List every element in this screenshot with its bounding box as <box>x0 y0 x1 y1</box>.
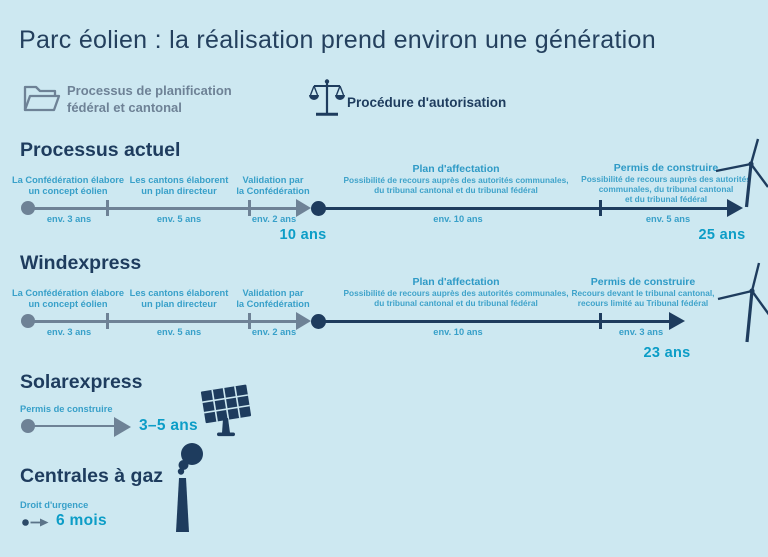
timeline-arrow-small <box>22 518 49 527</box>
legend-authorization-label: Procédure d'autorisation <box>347 95 507 110</box>
phase-label-permis-construire: Permis de construire Possibilité de reco… <box>581 162 751 205</box>
phase-label-permis-construire: Permis de construire Recours devant le t… <box>571 276 715 309</box>
phase-label: Permis de construire <box>20 404 113 414</box>
timeline-line <box>28 320 300 323</box>
phase-duration: env. 2 ans <box>251 327 297 337</box>
timeline-arrow <box>727 198 743 217</box>
timeline-tick <box>599 200 602 216</box>
phase-duration: env. 2 ans <box>251 214 297 224</box>
total-duration: 3–5 ans <box>139 417 198 434</box>
total-duration: 23 ans <box>643 345 691 361</box>
timeline-line <box>28 424 116 427</box>
timeline-tick <box>106 313 109 329</box>
timeline-arrow <box>296 199 311 217</box>
solar-panel-icon <box>200 384 252 437</box>
phase-label: Validation par la Confédération <box>236 175 310 196</box>
section-heading-solarexpress: Solarexpress <box>20 371 143 393</box>
phase-duration: env. 3 ans <box>618 327 664 337</box>
total-duration: 25 ans <box>698 227 746 243</box>
phase-duration: env. 3 ans <box>46 327 92 337</box>
timeline-arrow <box>296 312 311 330</box>
phase-label-plan-affectation: Plan d'affectation Possibilité de recour… <box>343 276 569 309</box>
phase-label: Validation par la Confédération <box>236 288 310 309</box>
timeline-tick <box>599 313 602 329</box>
phase-label: La Confédération élabore un concept éoli… <box>11 288 125 309</box>
legend-planning-label: Processus de planification fédéral et ca… <box>67 82 232 116</box>
phase-duration: env. 10 ans <box>433 327 483 337</box>
phase-duration: env. 10 ans <box>433 214 483 224</box>
gas-plant-icon <box>176 443 203 532</box>
phase-duration: env. 5 ans <box>645 214 691 224</box>
timeline-arrow <box>669 311 685 330</box>
section-heading-windexpress: Windexpress <box>20 252 142 274</box>
timeline-tick <box>106 200 109 216</box>
timeline-tick <box>248 313 251 329</box>
total-duration: 6 mois <box>56 512 107 529</box>
phase-duration: env. 5 ans <box>156 214 202 224</box>
section-heading-processus-actuel: Processus actuel <box>20 139 181 161</box>
planning-total-duration: 10 ans <box>279 227 327 243</box>
timeline-line <box>28 207 300 210</box>
timeline-line <box>318 207 728 210</box>
page-title: Parc éolien : la réalisation prend envir… <box>19 26 656 54</box>
section-heading-centrales-gaz: Centrales à gaz <box>20 465 164 487</box>
legend-planning-line1: Processus de planification <box>67 83 232 98</box>
timeline-arrow <box>114 416 131 437</box>
phase-label: Les cantons élaborent un plan directeur <box>129 175 229 196</box>
wind-turbine-icon <box>717 262 768 343</box>
phase-duration: env. 5 ans <box>156 327 202 337</box>
timeline-line <box>318 320 670 323</box>
legend-planning-line2: fédéral et cantonal <box>67 100 182 115</box>
phase-label: Les cantons élaborent un plan directeur <box>129 288 229 309</box>
phase-label: Droit d'urgence <box>20 500 89 510</box>
phase-label: La Confédération élabore un concept éoli… <box>11 175 125 196</box>
phase-label-plan-affectation: Plan d'affectation Possibilité de recour… <box>343 163 569 196</box>
phase-duration: env. 3 ans <box>46 214 92 224</box>
wind-turbine-icon <box>715 138 768 208</box>
scales-icon <box>309 79 345 116</box>
folder-icon <box>23 85 61 112</box>
timeline-tick <box>248 200 251 216</box>
